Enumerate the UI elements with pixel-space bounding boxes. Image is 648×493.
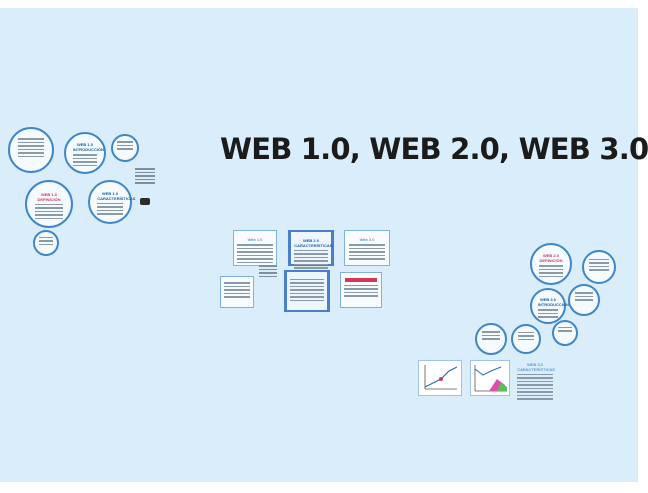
card-caption: WEB 3.0 CARACTERÍSTICAS (517, 361, 555, 372)
content-frame-lower[interactable] (284, 270, 330, 312)
side-note (135, 168, 155, 192)
topic-circle-web1-intro[interactable]: WEB 1.0 INTRODUCCIÓN (64, 132, 106, 174)
slide-title: WEB 1.0, WEB 2.0, WEB 3.0 (220, 132, 648, 166)
topic-circle-small-bottom[interactable] (33, 230, 59, 256)
device-icon (140, 198, 150, 205)
topic-circle-right-top[interactable] (582, 250, 616, 284)
content-card-web3-features[interactable]: WEB 3.0 CARACTERÍSTICAS (514, 360, 556, 400)
topic-circle-web2-definition[interactable]: WEB 2.0 DEFINICIÓN (530, 243, 572, 285)
topic-circle-web3-intro[interactable]: WEB 3.0 INTRODUCCIÓN (530, 288, 569, 324)
circle-caption: WEB 1.0 DEFINICIÓN (37, 191, 61, 202)
text-block: Web 1.0 (237, 237, 273, 264)
content-frame-web2[interactable]: WEB 2.0 CARACTERÍSTICAS (288, 230, 334, 269)
text-block (575, 292, 593, 308)
chart-thumbnail-1[interactable] (418, 360, 462, 396)
text-block (290, 278, 324, 306)
circle-caption: WEB 1.0 CARACTERÍSTICAS (97, 190, 136, 201)
text-block (223, 282, 251, 304)
text-block (38, 236, 54, 250)
chart-thumbnail-2[interactable] (470, 360, 510, 396)
frame-caption: WEB 2.0 CARACTERÍSTICAS (294, 237, 333, 248)
text-block: WEB 1.0 INTRODUCCIÓN (72, 142, 104, 167)
topic-circle-right-low-1[interactable] (475, 323, 507, 355)
text-block (344, 284, 378, 304)
circle-caption: WEB 3.0 INTRODUCCIÓN (537, 297, 569, 308)
text-block: WEB 2.0 CARACTERÍSTICAS (294, 237, 333, 269)
text-block: Web 3.0 (348, 237, 386, 262)
topic-circle-right-low-2[interactable] (511, 324, 541, 354)
line-chart-graphic (424, 365, 458, 390)
content-card-web1[interactable]: Web 1.0 (233, 230, 277, 266)
topic-circle-web1-features[interactable]: WEB 1.0 CARACTERÍSTICAS (88, 180, 136, 224)
content-card-table[interactable] (340, 272, 382, 308)
table-header-bar (345, 278, 377, 282)
content-card-web3[interactable]: Web 3.0 (344, 230, 390, 266)
text-block (517, 331, 535, 347)
area-chart-graphic (474, 365, 507, 392)
text-block: WEB 3.0 CARACTERÍSTICAS (517, 361, 555, 400)
text-block (557, 326, 573, 340)
card-caption: Web 3.0 (359, 237, 375, 243)
topic-circle-right-low-3[interactable] (552, 320, 578, 346)
text-block: WEB 3.0 INTRODUCCIÓN (537, 297, 569, 318)
text-block: WEB 1.0 CARACTERÍSTICAS (97, 190, 136, 215)
text-block: WEB 2.0 DEFINICIÓN (538, 253, 564, 278)
presentation-canvas[interactable]: WEB 1.0, WEB 2.0, WEB 3.0 WEB 1.0 INTROD… (0, 8, 648, 482)
card-caption: Web 1.0 (247, 237, 263, 243)
topic-circle-right-mid[interactable] (568, 284, 600, 316)
text-block (117, 141, 133, 155)
content-card-lower-left[interactable] (220, 276, 254, 308)
text-block: WEB 1.0 DEFINICIÓN (34, 191, 64, 220)
text-block (17, 138, 45, 162)
topic-circle-web1-definition[interactable]: WEB 1.0 DEFINICIÓN (25, 180, 73, 228)
text-block (589, 258, 609, 276)
side-note (259, 265, 277, 281)
text-block (482, 331, 500, 347)
topic-circle-small-top[interactable] (111, 134, 139, 162)
topic-circle-intro-left[interactable] (8, 127, 54, 173)
circle-caption: WEB 2.0 DEFINICIÓN (539, 253, 563, 264)
circle-caption: WEB 1.0 INTRODUCCIÓN (72, 142, 104, 153)
